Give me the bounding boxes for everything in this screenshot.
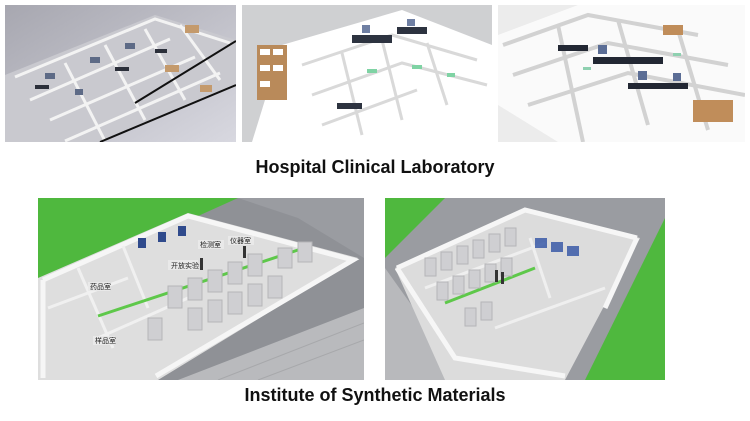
room-sign: 药品室 (90, 282, 111, 291)
hospital-lab-render-3 (498, 5, 745, 142)
section-caption: Institute of Synthetic Materials (244, 385, 506, 405)
synthetic-materials-render-2 (385, 198, 665, 380)
room-sign: 开放实验 (171, 261, 199, 270)
room-sign: 检测室 (200, 240, 221, 249)
synthetic-materials-render-1: 开放实验 药品室 仪器室 检测室 样品室 (38, 198, 364, 380)
room-sign: 样品室 (95, 336, 116, 345)
hospital-lab-render-2 (242, 5, 492, 142)
section-caption: Hospital Clinical Laboratory (255, 157, 495, 177)
room-sign: 仪器室 (230, 236, 251, 245)
hospital-lab-render-1 (5, 5, 236, 142)
